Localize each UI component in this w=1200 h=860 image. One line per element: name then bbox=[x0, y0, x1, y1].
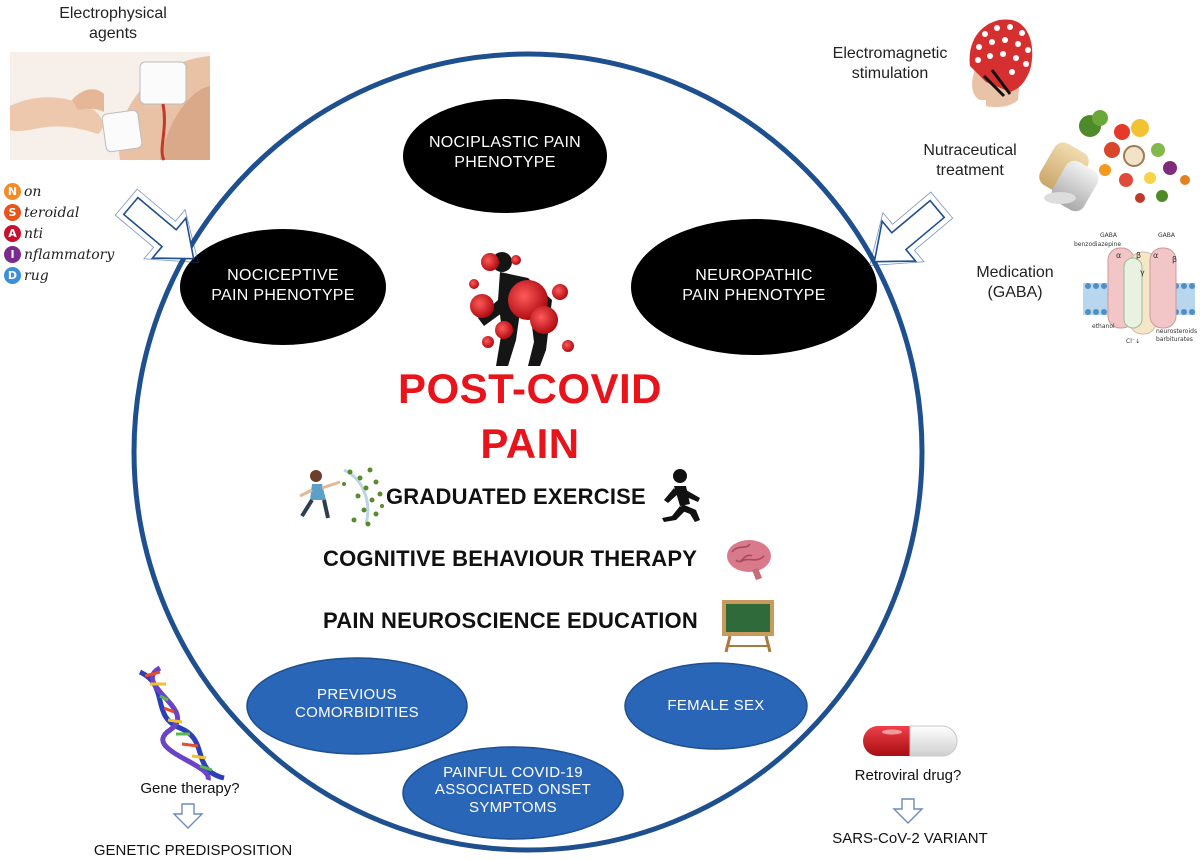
female-sex-ellipse bbox=[624, 662, 808, 750]
nociplastic-phenotype-label: NOCIPLASTIC PAIN PHENOTYPE bbox=[428, 134, 582, 171]
painful-onset-symptoms-label: PAINFUL COVID-19 ASSOCIATED ONSET SYMPTO… bbox=[434, 764, 592, 816]
right-inward-arrow bbox=[869, 191, 954, 267]
nsaid-letter-badge: D bbox=[4, 267, 21, 284]
pain-neuroscience-education-label: PAIN NEUROSCIENCE EDUCATION bbox=[323, 608, 698, 633]
brain-icon bbox=[727, 540, 771, 580]
receptor-ethanol: ethanol bbox=[1092, 323, 1115, 330]
nsaid-letter-badge: N bbox=[4, 183, 21, 200]
running-man-icon bbox=[662, 469, 700, 522]
graduated-exercise-label: GRADUATED EXERCISE bbox=[386, 484, 646, 509]
gene-down-arrow bbox=[172, 803, 204, 829]
receptor-gamma: γ bbox=[1140, 268, 1145, 277]
post-covid-pain-title: POST-COVID PAIN bbox=[397, 365, 663, 467]
nutraceutical-treatment-label: Nutraceutical treatment bbox=[923, 142, 1017, 179]
neuropathic-phenotype-label: NEUROPATHIC PAIN PHENOTYPE bbox=[682, 267, 826, 304]
nsaid-word: on bbox=[24, 183, 42, 200]
nociceptive-phenotype-label: NOCICEPTIVE PAIN PHENOTYPE bbox=[211, 267, 355, 304]
chalkboard-icon bbox=[722, 600, 774, 653]
gaba-receptor-image: GABA GABA benzodiazepine α β γ α β ethan… bbox=[1074, 232, 1197, 345]
comorbidities-ellipse bbox=[246, 657, 468, 755]
electrophysical-agents-image bbox=[10, 52, 210, 161]
nociplastic-ellipse bbox=[403, 99, 607, 213]
receptor-benzodiazepine: benzodiazepine bbox=[1074, 241, 1121, 248]
nsaid-word: teroidal bbox=[24, 204, 80, 221]
receptor-chloride: Cl⁻↓ bbox=[1126, 338, 1140, 345]
dna-helix-icon bbox=[138, 665, 225, 781]
receptor-beta-2: β bbox=[1172, 255, 1177, 264]
main-circle bbox=[131, 51, 925, 853]
covid-figure-icon bbox=[469, 252, 574, 366]
receptor-barbiturates: barbiturates bbox=[1156, 336, 1193, 343]
previous-comorbidities-label: PREVIOUS COMORBIDITIES bbox=[295, 686, 419, 722]
electrophysical-agents-label: Electrophysical agents bbox=[59, 5, 167, 42]
exercise-woman-image bbox=[299, 467, 384, 527]
cognitive-behaviour-therapy-label: COGNITIVE BEHAVIOUR THERAPY bbox=[323, 546, 698, 571]
genetic-predisposition-label: GENETIC PREDISPOSITION bbox=[93, 842, 293, 859]
nsaid-word: nflammatory bbox=[24, 246, 115, 263]
onset-symptoms-ellipse bbox=[402, 746, 624, 840]
nociceptive-ellipse bbox=[180, 229, 386, 345]
receptor-gaba-left: GABA bbox=[1100, 232, 1118, 239]
medication-gaba-label: Medication (GABA) bbox=[976, 264, 1054, 301]
receptor-alpha-2: α bbox=[1153, 251, 1158, 260]
variant-down-arrow bbox=[892, 798, 924, 824]
electromagnetic-cap-image bbox=[969, 19, 1033, 108]
retroviral-drug-question: Retroviral drug? bbox=[854, 767, 962, 784]
gene-therapy-question: Gene therapy? bbox=[140, 780, 240, 797]
nsaid-word: nti bbox=[24, 225, 44, 242]
receptor-gaba-right: GABA bbox=[1158, 232, 1176, 239]
receptor-neurosteroids: neurosteroids bbox=[1156, 328, 1197, 335]
receptor-alpha-1: α bbox=[1116, 251, 1121, 260]
nsaid-letter-badge: S bbox=[4, 204, 21, 221]
electromagnetic-stimulation-label: Electromagnetic stimulation bbox=[832, 45, 948, 82]
female-sex-label: FEMALE SEX bbox=[667, 697, 765, 714]
left-inward-arrow bbox=[114, 188, 199, 264]
retroviral-pill-icon bbox=[863, 725, 958, 757]
nutraceutical-image bbox=[1039, 110, 1190, 212]
nsaid-letter-badge: A bbox=[4, 225, 21, 242]
neuropathic-ellipse bbox=[631, 219, 877, 355]
sars-cov-2-variant-label: SARS-CoV-2 VARIANT bbox=[832, 830, 988, 847]
receptor-beta-1: β bbox=[1136, 251, 1141, 260]
nsaid-letter-badge: I bbox=[4, 246, 21, 263]
nsaid-word: rug bbox=[24, 267, 49, 284]
